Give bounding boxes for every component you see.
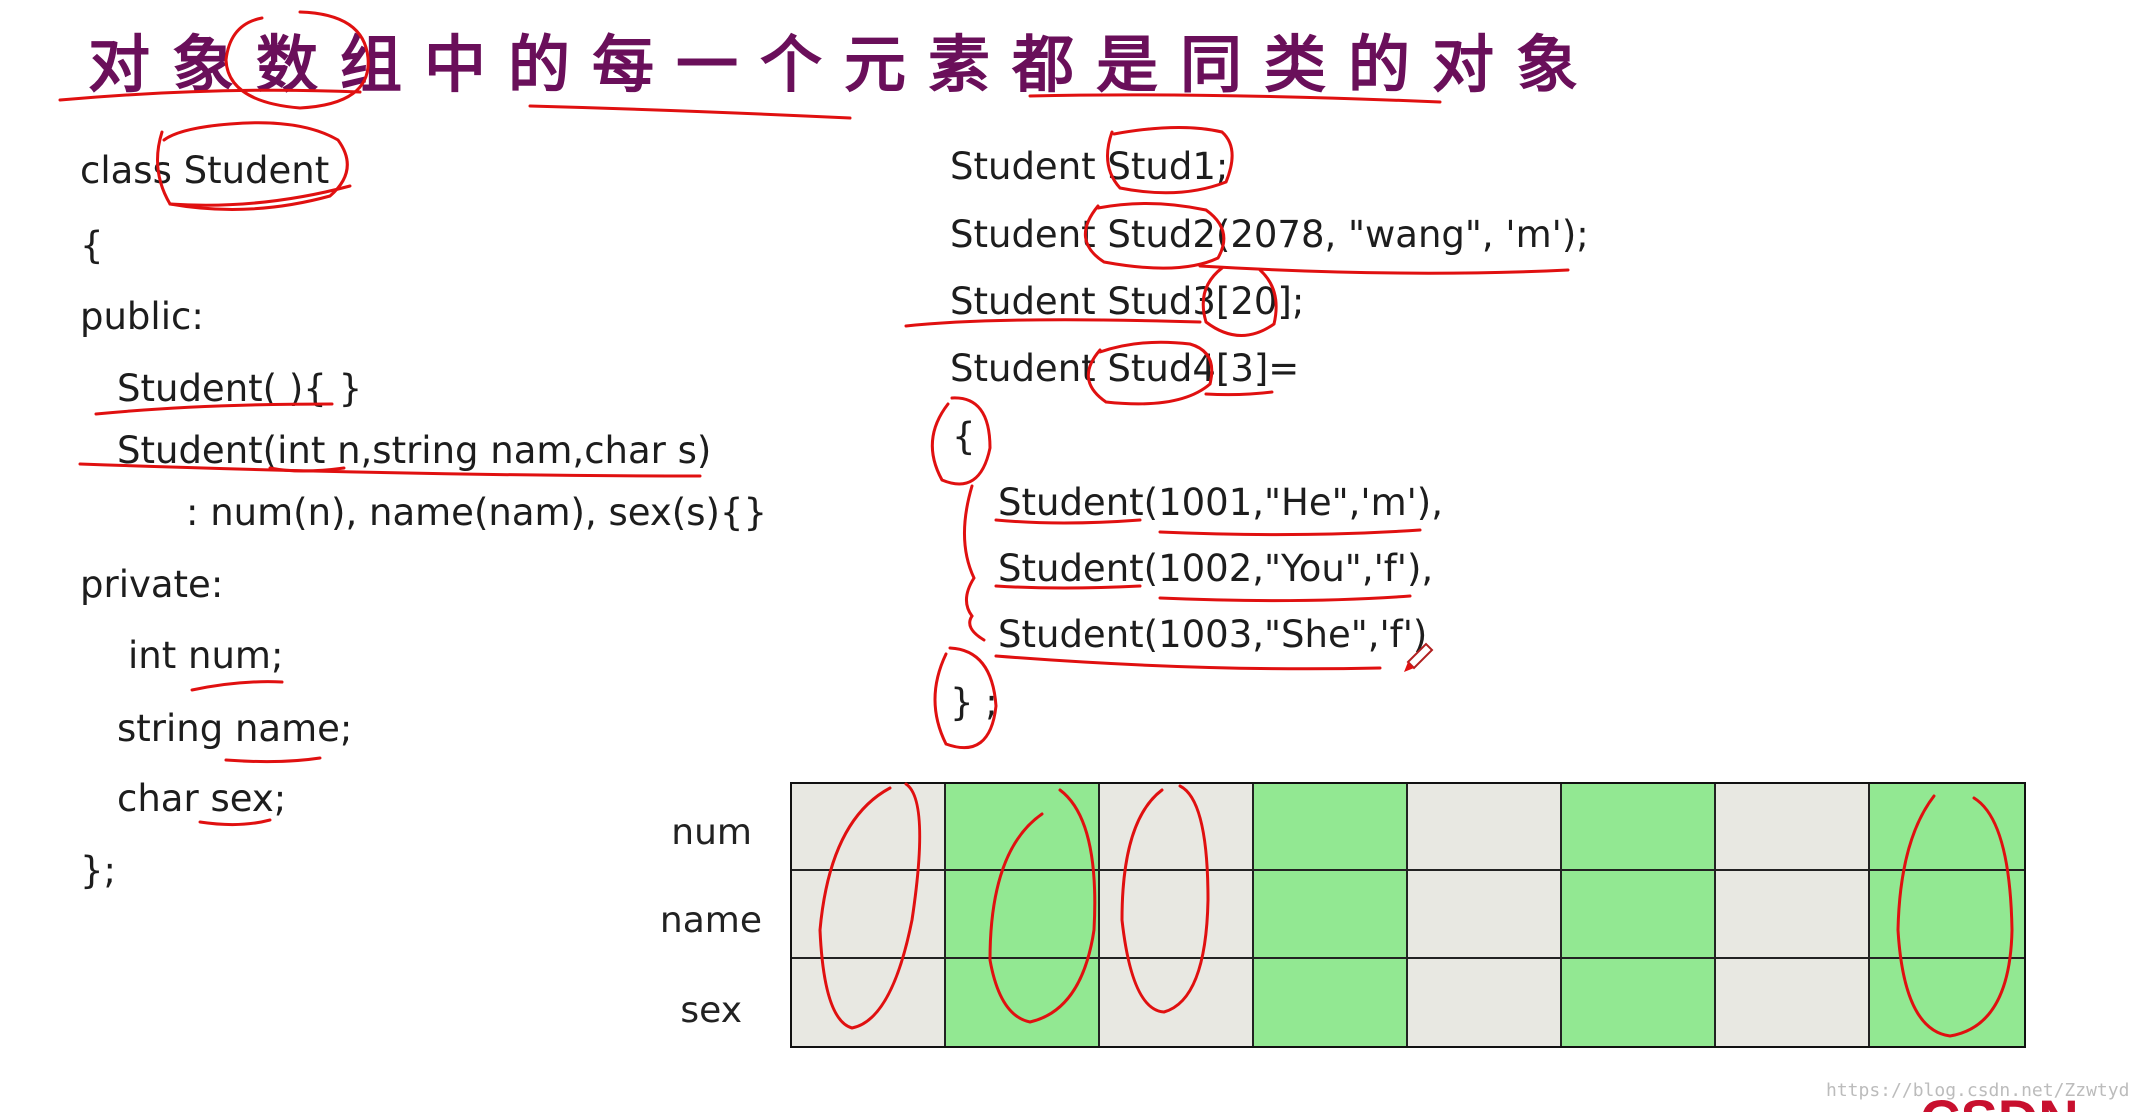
- code-line: } ;: [950, 681, 998, 724]
- code-line: {: [952, 415, 976, 458]
- table-cell: [1562, 871, 1716, 959]
- table-cell: [1254, 871, 1408, 959]
- underline-stroke: [1198, 264, 1570, 275]
- bracket-stroke: [963, 484, 986, 642]
- table-cell: [1100, 958, 1254, 1046]
- table-cell: [946, 871, 1100, 959]
- row-label-sex: sex: [680, 990, 742, 1031]
- watermark: https://blog.csdn.net/Zzwtyds: [1826, 1080, 2130, 1101]
- code-line: int num;: [128, 634, 284, 677]
- title-underline-stroke: [528, 104, 852, 120]
- table-cell: [792, 958, 946, 1046]
- code-line: Student Stud3[20];: [950, 280, 1305, 323]
- row-label-name: name: [659, 900, 762, 941]
- table-cell: [1562, 784, 1716, 872]
- row-label-num: num: [671, 812, 752, 853]
- table-cell: [1562, 958, 1716, 1046]
- code-line: string name;: [117, 707, 353, 750]
- code-line: : num(n), name(nam), sex(s){}: [186, 491, 768, 534]
- code-line: Student(1003,"She",'f'): [998, 613, 1428, 656]
- code-line: class Student: [80, 149, 330, 192]
- underline-stroke: [198, 818, 272, 827]
- memory-table: [790, 782, 2026, 1048]
- code-line: Student Stud4[3]=: [950, 347, 1300, 390]
- code-line: public:: [80, 295, 204, 338]
- table-cell: [1100, 871, 1254, 959]
- underline-stroke: [224, 756, 322, 764]
- underline-stroke: [1158, 594, 1412, 603]
- table-cell: [946, 784, 1100, 872]
- code-line: Student(int n,string nam,char s): [117, 429, 712, 472]
- code-line: Student Stud1;: [950, 145, 1229, 188]
- csdn-logo: CSDN: [1920, 1092, 2079, 1112]
- table-cell: [1408, 784, 1562, 872]
- underline-stroke: [1204, 390, 1274, 397]
- underline-stroke: [190, 680, 284, 692]
- table-cell: [1100, 784, 1254, 872]
- underline-stroke: [1158, 528, 1422, 537]
- table-cell: [1408, 871, 1562, 959]
- table-cell: [1870, 871, 2024, 959]
- slide-title: 对象数组中的每一个元素都是同类的对象: [88, 28, 1601, 101]
- table-cell: [1870, 784, 2024, 872]
- code-line: private:: [80, 563, 224, 606]
- table-cell: [792, 871, 946, 959]
- table-cell: [1408, 958, 1562, 1046]
- table-cell: [1254, 958, 1408, 1046]
- table-cell: [792, 784, 946, 872]
- table-cell: [1716, 871, 1870, 959]
- table-cell: [1254, 784, 1408, 872]
- code-line: {: [80, 224, 104, 267]
- code-line: Student(1001,"He",'m'),: [998, 481, 1443, 524]
- table-cell: [946, 958, 1100, 1046]
- code-line: char sex;: [117, 777, 287, 820]
- code-line: Student Stud2(2078, "wang", 'm');: [950, 213, 1589, 256]
- table-cell: [1716, 784, 1870, 872]
- table-cell: [1716, 958, 1870, 1046]
- code-line: Student( ){ }: [117, 367, 363, 410]
- table-cell: [1870, 958, 2024, 1046]
- code-line: Student(1002,"You",'f'),: [998, 547, 1434, 590]
- code-line: };: [80, 849, 117, 892]
- underline-stroke: [994, 654, 1382, 671]
